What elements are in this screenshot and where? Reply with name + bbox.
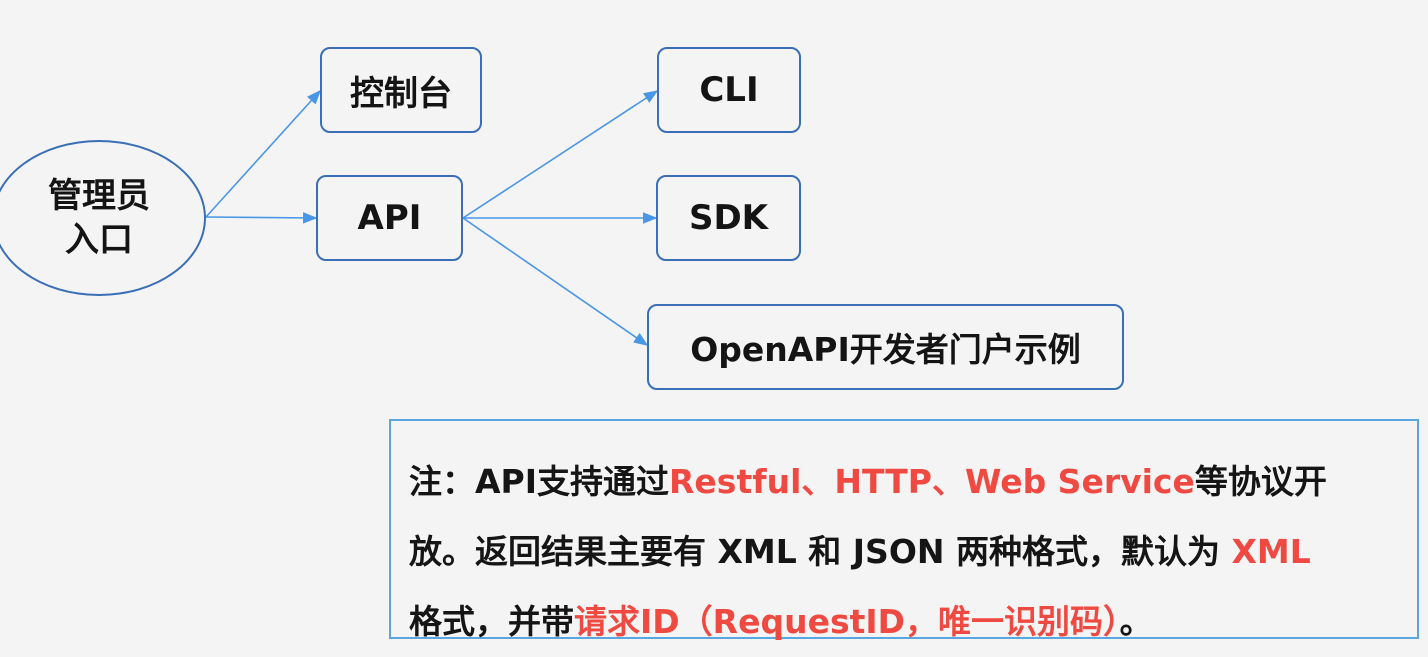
- note-line-2: 放。返回结果主要有 XML 和 JSON 两种格式，默认为 XML: [409, 517, 1399, 587]
- arrow-api-to-cli: [462, 90, 659, 219]
- arrow-api-to-portal: [462, 217, 649, 346]
- note-requestid-highlight: 请求ID（RequestID，唯一识别码）: [574, 602, 1120, 641]
- note-line-2-prefix: 放。返回结果主要有 XML 和 JSON 两种格式，默认为: [409, 532, 1232, 571]
- note-line-3-suffix: 。: [1119, 602, 1153, 641]
- arrow-root-to-api: [205, 212, 318, 224]
- sdk-node: SDK: [656, 175, 801, 261]
- note-line-1-suffix: 等协议开: [1194, 462, 1327, 501]
- api-node: API: [316, 175, 463, 261]
- note-line-1-prefix: 注：API支持通过: [409, 462, 670, 501]
- note-xml-highlight: XML: [1231, 532, 1311, 571]
- admin-entry-node: 管理员 入口: [0, 140, 206, 296]
- admin-entry-line2: 入口: [65, 220, 133, 260]
- note-line-3: 格式，并带请求ID（RequestID，唯一识别码）。: [409, 587, 1399, 657]
- openapi-portal-node: OpenAPI开发者门户示例: [647, 304, 1124, 390]
- admin-entry-line1: 管理员: [48, 176, 150, 216]
- api-note-box: 注：API支持通过Restful、HTTP、Web Service等协议开 放。…: [389, 419, 1419, 641]
- arrow-root-to-console: [205, 89, 321, 218]
- note-line-3-prefix: 格式，并带: [409, 602, 574, 641]
- note-line-1: 注：API支持通过Restful、HTTP、Web Service等协议开: [409, 447, 1399, 517]
- cli-node: CLI: [657, 47, 801, 133]
- console-node: 控制台: [320, 47, 482, 133]
- note-protocols-highlight: Restful、HTTP、Web Service: [669, 462, 1195, 501]
